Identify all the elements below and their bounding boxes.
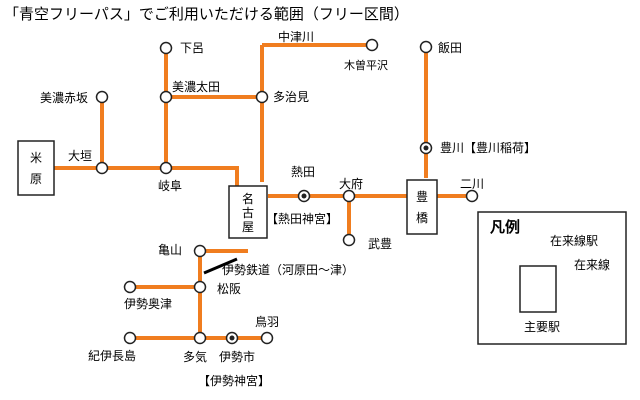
major-station-maibara [17,140,55,196]
station-matsusaka [193,280,207,294]
legend-major-station-box [519,265,557,313]
label-toyohashi: 豊 橋 [415,189,428,225]
station-taki [193,331,207,345]
station-gifu [159,161,173,175]
label-mino-ota: 美濃太田 [172,80,221,94]
label-maibara: 米 原 [29,150,42,186]
station-tajimi [255,90,269,104]
label-iseshi: 伊勢市 [219,350,256,364]
station-obu [342,189,356,203]
station-kameyama [193,244,207,258]
station-kiso-hirasawa [365,38,379,52]
station-futagawa [465,189,479,203]
station-mino-ota [159,90,173,104]
label-ogaki: 大垣 [68,149,93,163]
label-kii-nagashima: 紀伊長島 [88,349,137,363]
station-iida [419,40,433,54]
station-ogaki [95,161,109,175]
label-atsuta: 熱田 [291,165,316,179]
label-kiso-hirasawa: 木曽平沢 [344,59,388,72]
label-tajimi: 多治見 [273,90,310,104]
legend-title: 凡例 [490,218,521,236]
major-station-toyohashi [406,179,438,235]
station-taketoyo [342,233,356,247]
legend-label-conventional-line: 在来線 [574,258,611,272]
label-nagoya: 名 古 屋 [241,192,254,234]
label-taketoyo: 武豊 [368,237,393,251]
station-ise-okitsu [123,280,137,294]
station-toba [260,331,274,345]
label-nakatsugawa: 中津川 [278,30,315,44]
label-toyokawa: 豊川【豊川稲荷】 [440,141,537,155]
legend-label-conventional-station: 在来線駅 [550,234,599,248]
label-kameyama: 亀山 [158,243,183,257]
label-ise-railway: 伊勢鉄道（河原田〜津） [222,263,355,277]
label-ise-okitsu: 伊勢奥津 [124,297,173,311]
line-ise-railway [203,257,238,275]
station-kii-nagashima [123,331,137,345]
legend-label-major-station: 主要駅 [524,320,561,334]
label-futagawa: 二川 [460,177,485,191]
station-mino-akasaka [95,90,109,104]
label-mino-akasaka: 美濃赤坂 [40,91,89,105]
map-title: 「青空フリーパス」でご利用いただける範囲（フリー区間） [4,5,409,23]
label-gifu: 岐阜 [158,179,183,193]
label-toba: 鳥羽 [255,315,280,329]
label-iida: 飯田 [438,41,463,55]
station-gero [159,41,173,55]
label-taki: 多気 [183,350,208,364]
label-gero: 下呂 [180,41,205,55]
major-station-nagoya [228,185,268,239]
label-matsusaka: 松阪 [217,282,242,296]
label-obu: 大府 [339,177,364,191]
label-ise-jingu: 【伊勢神宮】 [198,374,271,388]
label-nagoya-note: 【熱田神宮】 [266,212,339,226]
